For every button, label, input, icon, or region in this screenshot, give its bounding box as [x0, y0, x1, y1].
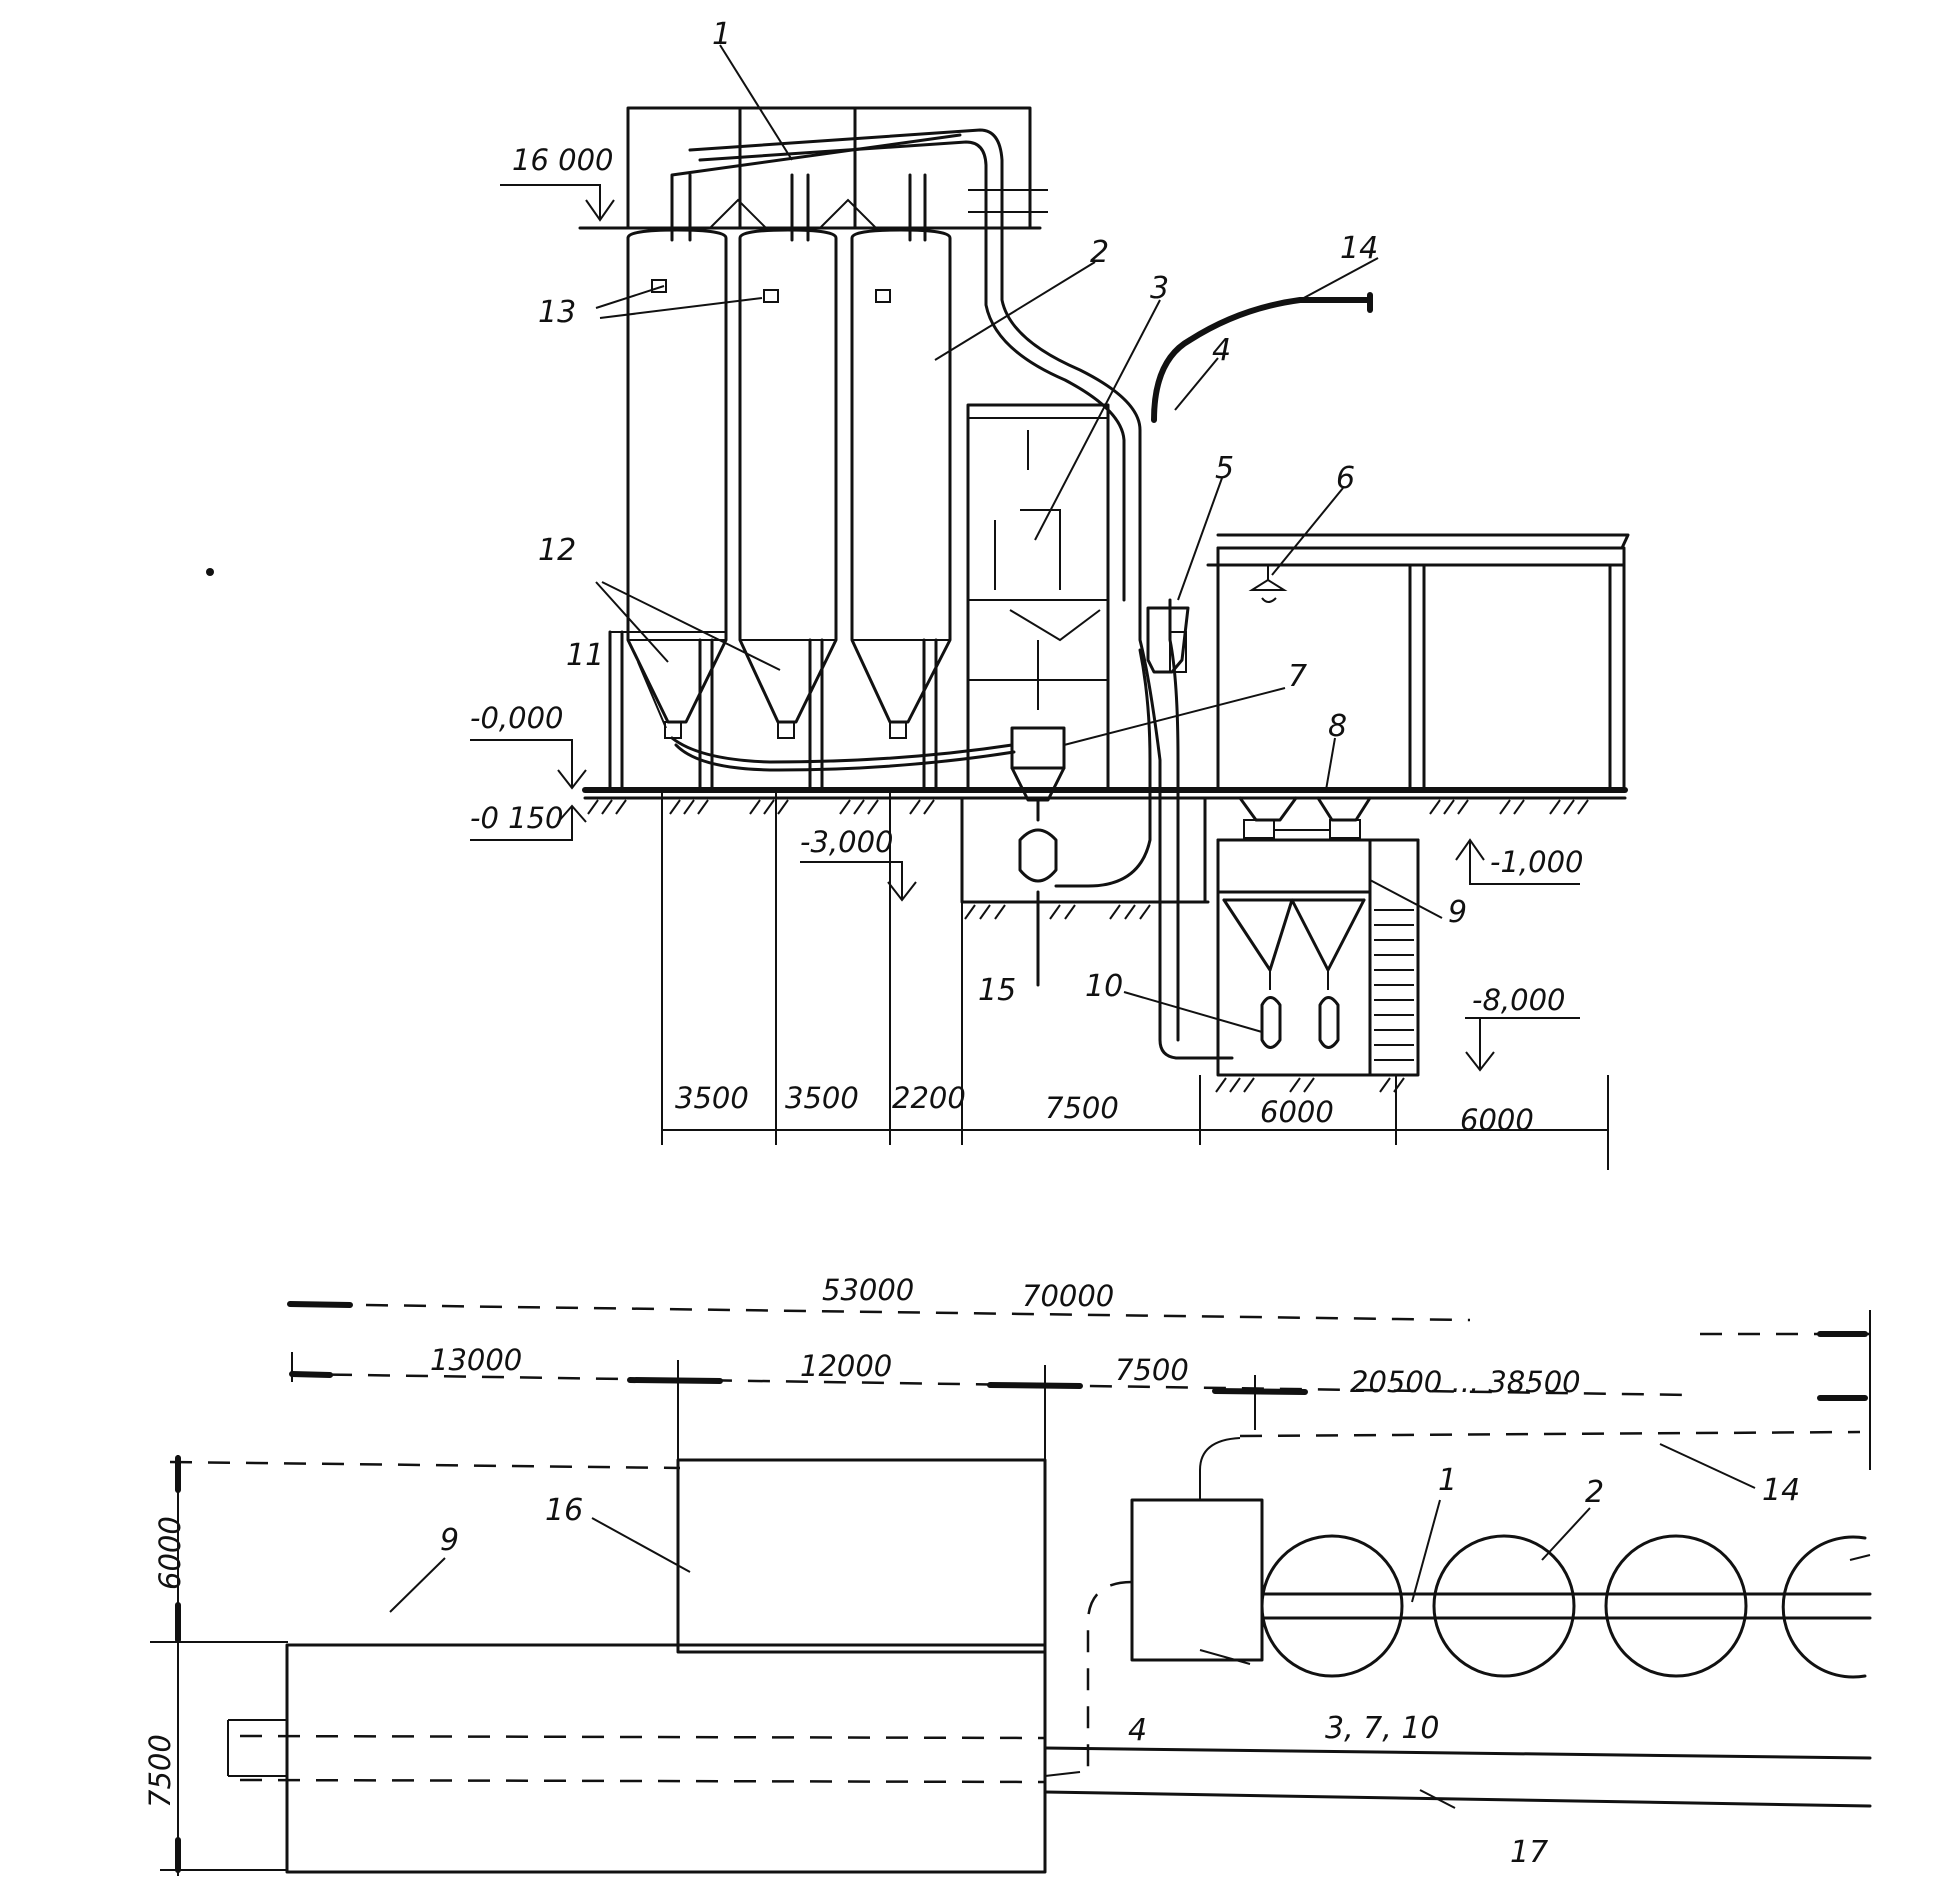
elevation-minus-3000-text: -3,000	[800, 825, 894, 859]
label-1: 1	[712, 17, 731, 52]
section-view: 16 000 -0,000 -0 150 -3,000 -1,000 -8,00…	[206, 17, 1630, 1170]
pipe-14	[1151, 292, 1373, 423]
plan-dim-gap: 7500	[1115, 1353, 1189, 1387]
dim-6000-a: 6000	[1260, 1095, 1334, 1129]
filter-5	[1146, 606, 1190, 674]
dim-3500-b: 3500	[785, 1081, 859, 1115]
elevation-16000-text: 16 000	[512, 143, 613, 177]
dim-7500: 7500	[1045, 1091, 1119, 1125]
label-14: 14	[1340, 231, 1378, 266]
plan-pipe-14	[1239, 1430, 1861, 1438]
elevation-0000-text: -0,000	[470, 701, 564, 735]
plan-transport-lines	[1043, 1746, 1872, 1808]
plan-dim-height-lower: 7500	[143, 1734, 177, 1808]
plan-label-1: 1	[1438, 1463, 1457, 1498]
plan-dim-silo-span: 20500 ... 38500	[1350, 1365, 1581, 1399]
silo-support-frame	[608, 630, 938, 792]
plan-silo-c	[1604, 1534, 1748, 1678]
label-7: 7	[1288, 659, 1307, 694]
elevation-minus-8000: -8,000	[1465, 983, 1580, 1072]
plan-trench	[239, 1734, 1046, 1784]
pump-15	[1018, 648, 1152, 987]
plan-dim-height-upper: 6000	[153, 1516, 187, 1590]
label-2: 2	[1090, 235, 1109, 270]
elevation-0000: -0,000	[470, 701, 587, 790]
plan-building-9	[285, 1643, 1047, 1874]
ground-hatch	[587, 799, 1589, 815]
plan-label-4: 4	[1128, 1713, 1147, 1748]
dimension-extension-lines	[661, 790, 1609, 1170]
bins-8	[1238, 796, 1372, 839]
label-4: 4	[1212, 333, 1231, 368]
plan-dim-lines	[287, 1301, 1871, 1470]
label-6: 6	[1336, 461, 1355, 496]
elevation-0150-text: -0 150	[470, 801, 564, 835]
plan-silo-d	[1781, 1535, 1867, 1679]
deep-pit	[1215, 838, 1420, 1093]
silo-right	[850, 228, 952, 739]
ground-line	[582, 787, 1628, 800]
dim-3500-a: 3500	[675, 1081, 749, 1115]
label-9: 9	[1448, 895, 1467, 930]
top-gallery	[578, 106, 1048, 230]
dim-6000-b: 6000	[1460, 1103, 1534, 1137]
plan-dim-mid-span: 12000	[800, 1349, 892, 1383]
plan-vertical-dims	[150, 1455, 681, 1876]
label-13: 13	[538, 295, 576, 330]
dim-2200: 2200	[892, 1081, 966, 1115]
plan-silo-b	[1432, 1534, 1576, 1678]
mixer-pit	[960, 796, 1210, 920]
label-8: 8	[1328, 709, 1347, 744]
silo-middle	[738, 228, 838, 739]
label-5: 5	[1215, 451, 1234, 486]
plan-pipe-4	[1086, 1580, 1133, 1770]
plan-building-9-stub	[227, 1719, 287, 1777]
elevation-minus-1000: -1,000	[1455, 838, 1584, 885]
plan-label-9: 9	[440, 1523, 459, 1558]
hopper-7	[1010, 726, 1066, 822]
stray-mark	[206, 568, 214, 576]
elevation-0150: -0 150	[470, 801, 587, 841]
plan-label-14: 14	[1762, 1473, 1800, 1508]
plan-leaders	[389, 1443, 1756, 1809]
label-12: 12	[538, 533, 576, 568]
elevation-16000: 16 000	[500, 143, 615, 222]
label-10: 10	[1085, 969, 1123, 1004]
collector-pipe	[670, 133, 962, 242]
plan-silos	[1260, 1534, 1872, 1679]
label-11: 11	[566, 638, 604, 673]
plan-label-17: 17	[1510, 1835, 1548, 1870]
label-leaders	[595, 44, 1443, 1033]
plan-label-16: 16	[545, 1493, 583, 1528]
plan-view: 53000 70000 13000 12000 7500 20500 ... 3…	[143, 1273, 1872, 1876]
plan-silo-a	[1260, 1534, 1404, 1678]
plan-label-3-7-10: 3, 7, 10	[1325, 1711, 1440, 1746]
plan-unit-4	[1130, 1498, 1264, 1662]
right-building	[1206, 533, 1630, 792]
elevation-minus-8000-text: -8,000	[1472, 983, 1566, 1017]
elevation-minus-3000: -3,000	[800, 825, 917, 902]
label-15: 15	[978, 973, 1016, 1008]
plan-dim-overall-a: 53000	[822, 1273, 914, 1307]
silo-left	[626, 228, 728, 739]
elevation-minus-1000-text: -1,000	[1490, 845, 1584, 879]
plan-building-16	[676, 1458, 1047, 1654]
plan-dim-left-span: 13000	[430, 1343, 522, 1377]
label-3: 3	[1150, 271, 1169, 306]
pneumatic-pipe	[688, 128, 1142, 602]
plan-label-2: 2	[1585, 1475, 1604, 1510]
plan-dim-overall-b: 70000	[1022, 1279, 1114, 1313]
plan-pipe-14-link	[1199, 1437, 1241, 1500]
mixer-building	[966, 403, 1110, 792]
silo-outlet-collector	[670, 736, 1016, 772]
